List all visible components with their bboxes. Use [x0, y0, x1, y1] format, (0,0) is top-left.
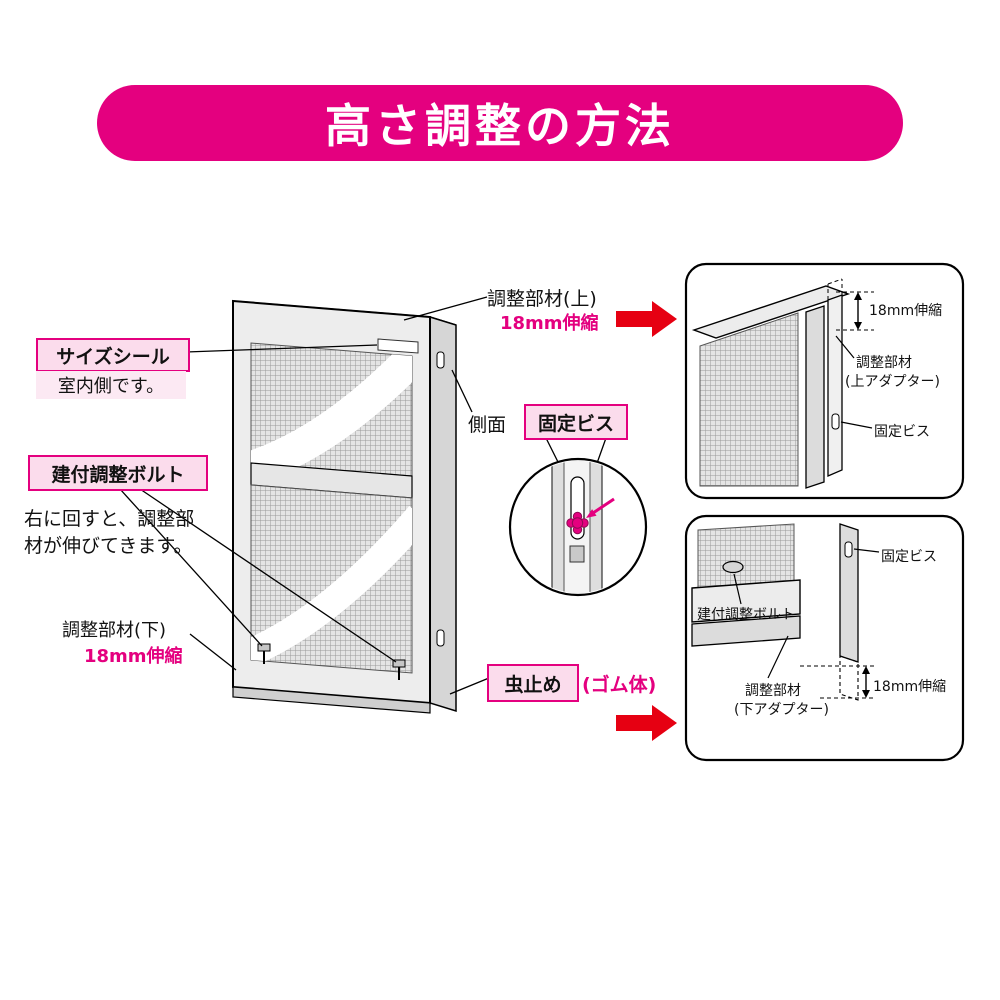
top-detail-panel — [684, 262, 965, 500]
adjust-bottom-label: 調整部材(下) — [62, 620, 167, 641]
arrow-to-top-detail — [616, 301, 677, 337]
arrow-to-bottom-detail — [616, 705, 677, 741]
size-seal-sticker — [377, 338, 419, 354]
size-seal-label: サイズシール — [36, 338, 190, 372]
bottom-panel-adapter-line1: 調整部材 — [745, 683, 801, 699]
side-screw-slot-top — [436, 351, 445, 369]
bottom-adapter-plate — [232, 686, 431, 714]
bug-stop-label: 虫止め — [487, 664, 579, 702]
adjust-top-label: 調整部材(上) — [487, 288, 597, 310]
bottom-adapter-bar — [691, 615, 801, 647]
top-panel-screw-slot — [831, 413, 840, 430]
screen-door-illustration — [232, 299, 457, 714]
fitting-bolt-desc-line1: 右に回すと、調整部 — [24, 508, 195, 530]
top-panel-adapter-line2: (上アダプター) — [845, 374, 940, 390]
side-face-label: 側面 — [468, 414, 507, 436]
fixing-screw-label: 固定ビス — [524, 404, 628, 440]
fitting-bolt-left — [257, 643, 271, 664]
fitting-bolt-desc-line2: 材が伸びてきます。 — [24, 535, 193, 557]
screw-pointer-arrow — [586, 497, 615, 518]
page-title: 高さ調整の方法 — [325, 99, 675, 153]
bottom-extension-dimension-arrow — [862, 666, 870, 698]
fitting-bolt-right — [392, 659, 406, 680]
fitting-bolt-label: 建付調整ボルト — [28, 455, 208, 491]
bottom-panel-screw-label: 固定ビス — [881, 549, 937, 565]
adjust-bottom-range-label: 18mm伸縮 — [84, 646, 183, 667]
indoor-side-label: 室内側です。 — [36, 371, 186, 399]
leader-lines — [119, 296, 607, 695]
top-panel-adapter-line1: 調整部材 — [856, 355, 912, 371]
bottom-panel-range-label: 18mm伸縮 — [873, 679, 947, 695]
top-panel-screw-label: 固定ビス — [874, 424, 930, 440]
top-adapter-bar — [827, 294, 843, 477]
rubber-body-label: (ゴム体) — [582, 674, 657, 696]
adjust-top-range-label: 18mm伸縮 — [500, 313, 599, 334]
fixing-screw-head — [566, 511, 589, 535]
bottom-detail-panel — [684, 514, 965, 762]
top-extension-dimension-arrow — [854, 292, 862, 330]
screw-detail-callout — [508, 457, 648, 597]
top-panel-range-label: 18mm伸縮 — [869, 303, 943, 319]
side-screw-slot-bottom — [436, 629, 445, 647]
title-banner: 高さ調整の方法 — [97, 85, 903, 161]
bottom-panel-screw-slot — [844, 541, 853, 558]
bottom-panel-bolt-label: 建付調整ボルト — [697, 607, 795, 623]
bottom-panel-bolt-head — [722, 560, 744, 574]
bottom-panel-adapter-line2: (下アダプター) — [734, 702, 829, 718]
